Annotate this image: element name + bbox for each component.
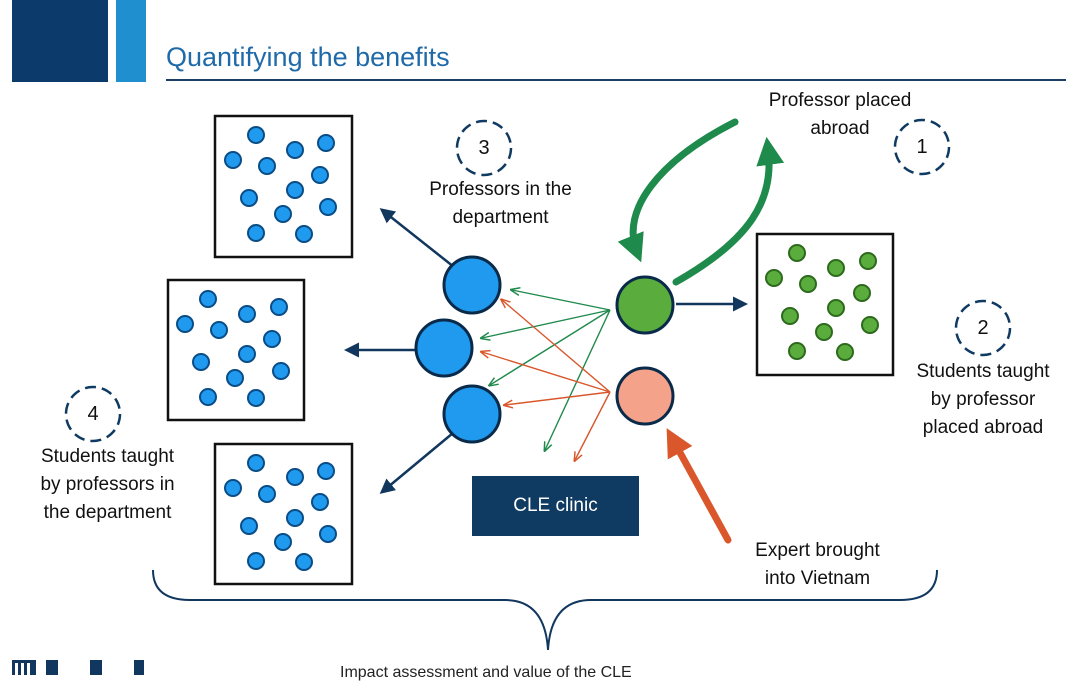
students-department-label-line: by professors in xyxy=(40,474,175,495)
step-4-number: 4 xyxy=(87,403,99,425)
header-accent-dark xyxy=(12,0,108,82)
students-department-label-line: Students taught xyxy=(40,446,175,467)
students-abroad-label: Students taught by professor placed abro… xyxy=(893,358,1073,442)
professor-abroad-label-line: Professor placed xyxy=(768,90,912,111)
students-abroad-label-line: placed abroad xyxy=(922,417,1044,438)
green-transfer-arrows xyxy=(482,290,611,450)
expert-label-line: into Vietnam xyxy=(764,568,871,589)
step-1-badge xyxy=(893,118,951,176)
students-box-abroad xyxy=(755,232,895,377)
step-3-number: 3 xyxy=(478,137,490,159)
header-accent-light xyxy=(116,0,146,82)
expert-label-line: Expert brought xyxy=(755,540,880,561)
professor-abroad-label-line: abroad xyxy=(810,118,870,139)
footer-caption: Impact assessment and value of the CLE xyxy=(340,664,632,681)
students-box-top xyxy=(213,114,354,259)
exchange-loop-arrows xyxy=(617,118,785,286)
students-abroad-label-line: by professor xyxy=(930,389,1036,410)
students-box-bottom xyxy=(213,442,354,586)
students-department-label: Students taught by professors in the dep… xyxy=(15,443,200,527)
professor-abroad-node xyxy=(615,275,675,335)
students-abroad-label-line: Students taught xyxy=(916,361,1050,382)
summary-brace xyxy=(152,569,938,651)
cle-clinic-box: CLE clinic xyxy=(472,476,639,536)
students-department-label-line: the department xyxy=(43,502,172,523)
orange-transfer-arrows xyxy=(482,300,611,460)
students-box-middle xyxy=(166,278,306,422)
department-professors xyxy=(414,255,502,444)
step-1-number: 1 xyxy=(916,136,928,158)
title-divider xyxy=(166,79,1066,81)
organization-logo xyxy=(12,660,144,675)
step-3-badge xyxy=(455,119,513,177)
department-professors-label-line: Professors in the xyxy=(429,179,572,200)
teaching-arrows xyxy=(344,208,748,494)
page-title: Quantifying the benefits xyxy=(166,42,450,72)
step-2-number: 2 xyxy=(977,317,989,339)
step-4-badge xyxy=(64,385,122,443)
expert-label: Expert brought into Vietnam xyxy=(730,537,905,593)
expert-arrow xyxy=(666,428,732,544)
professor-abroad-label: Professor placed abroad xyxy=(745,87,935,143)
expert-node xyxy=(615,366,675,426)
department-professors-label-line: department xyxy=(452,207,549,228)
department-professors-label: Professors in the department xyxy=(408,176,593,232)
step-2-badge xyxy=(954,299,1012,357)
